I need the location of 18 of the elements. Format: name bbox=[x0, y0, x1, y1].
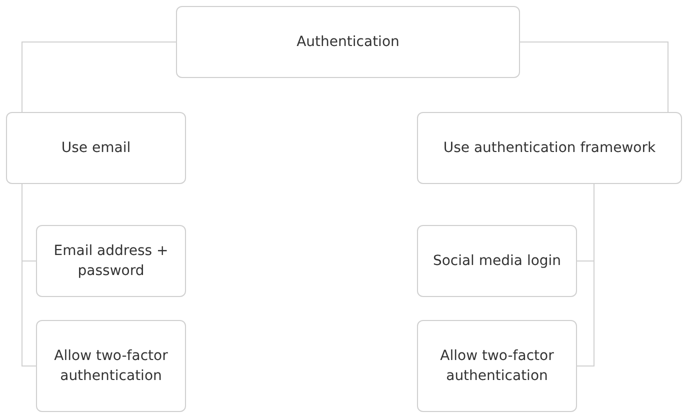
topic-box bbox=[36, 225, 186, 297]
connector-line bbox=[576, 184, 594, 366]
topic-box bbox=[417, 320, 577, 412]
topic-box bbox=[6, 112, 186, 184]
topic-label: Allow two-factor authentication bbox=[439, 346, 555, 386]
connector-line bbox=[22, 184, 36, 366]
topic-label: Social media login bbox=[432, 252, 562, 271]
topic-label: Allow two-factor authentication bbox=[53, 346, 169, 386]
topic-label: Use email bbox=[60, 138, 132, 158]
topic-box bbox=[176, 6, 520, 78]
topic-label: Email address + password bbox=[52, 242, 170, 281]
topic-label: Use authentication framework bbox=[442, 138, 657, 158]
connector-line bbox=[520, 42, 668, 112]
connector-line bbox=[22, 42, 176, 112]
topic-label: Authentication bbox=[296, 32, 400, 52]
topic-box bbox=[417, 112, 682, 184]
topic-box bbox=[36, 320, 186, 412]
topic-box bbox=[417, 225, 577, 297]
